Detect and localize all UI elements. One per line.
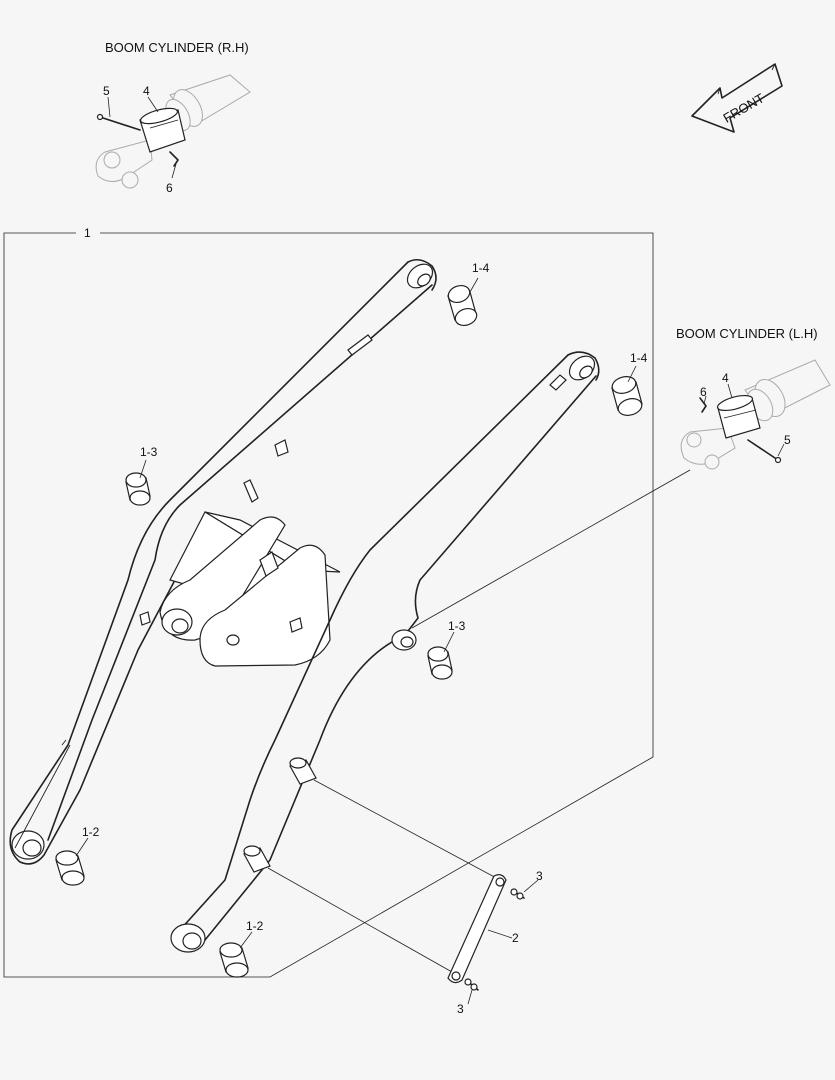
bushing-1-3-mid-right [427, 646, 453, 680]
callout-bolt-bottom: 3 [457, 1002, 464, 1016]
callout-bushing-top-right: 1-4 [630, 351, 648, 365]
callout-rh-pin: 4 [143, 84, 150, 98]
callout-bushing-bottom-right: 1-2 [246, 919, 264, 933]
rh-pin [139, 107, 186, 153]
callout-bolt-top: 3 [536, 869, 543, 883]
bushing-1-2-bottom-left [55, 850, 85, 886]
boom-cylinder-lh-inset: BOOM CYLINDER (L.H) 4 6 5 [411, 326, 831, 629]
rh-clip [169, 151, 179, 167]
link-pins [243, 757, 501, 973]
callout-rh-clip: 6 [166, 181, 173, 195]
callout-bushing-mid-left: 1-3 [140, 445, 158, 459]
bushing-1-4-top-right [611, 376, 643, 416]
callout-rh-pin-bolt: 5 [103, 84, 110, 98]
boom-cylinder-rh-title: BOOM CYLINDER (R.H) [105, 40, 249, 55]
callout-link: 2 [512, 931, 519, 945]
callout-lh-pin-bolt: 5 [784, 433, 791, 447]
boom-assembly-frame: 1 [3, 226, 654, 978]
cross-member-bracket [139, 511, 341, 667]
callout-bushing-bottom-left: 1-2 [82, 825, 100, 839]
lh-pin-bolt [747, 439, 779, 461]
boom-cylinder-rh-inset: BOOM CYLINDER (R.H) 5 4 6 [95, 40, 251, 195]
front-arrow: FRONT [691, 63, 783, 133]
rh-pin-bolt [99, 116, 141, 131]
callout-lh-clip: 6 [700, 385, 707, 399]
callout-bushing-mid-right: 1-3 [448, 619, 466, 633]
bushing-1-2-bottom-right [219, 942, 249, 978]
lh-clip [699, 397, 707, 413]
left-boom-arm [9, 258, 437, 865]
lh-pin [716, 394, 761, 439]
link-bar [447, 874, 507, 984]
bushing-1-3-mid-left [125, 472, 151, 506]
bolt-bottom [464, 978, 479, 991]
callout-bushing-top-left: 1-4 [472, 261, 490, 275]
callout-lh-pin: 4 [722, 371, 729, 385]
right-boom-arm [170, 351, 600, 953]
boom-cylinder-lh-title: BOOM CYLINDER (L.H) [676, 326, 818, 341]
bushing-1-4-top-left [447, 284, 478, 327]
callout-assembly: 1 [84, 226, 91, 240]
front-arrow-label: FRONT [720, 90, 766, 125]
bolt-top [510, 888, 525, 900]
